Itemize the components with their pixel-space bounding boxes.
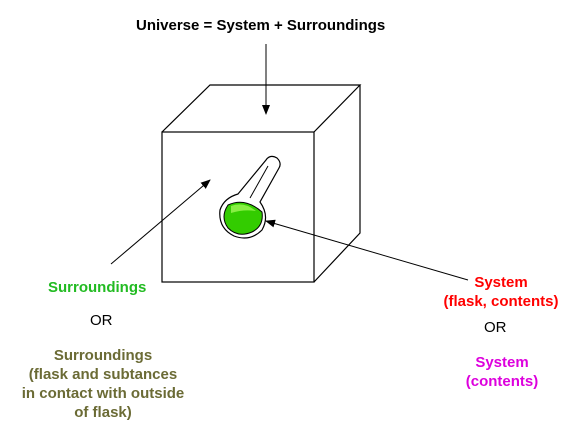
cube-icon <box>161 84 362 283</box>
surroundings-or-text: OR <box>90 312 113 329</box>
system-label-line: (flask, contents) <box>443 293 559 310</box>
surroundings-detail-line: (flask and subtances <box>28 366 178 383</box>
system-or-text: OR <box>484 319 507 336</box>
surroundings-detail-line: of flask) <box>74 404 132 421</box>
surroundings-detail-line: in contact with outside <box>21 385 185 402</box>
system-detail-line: System <box>475 354 529 371</box>
system-label: System (flask, contents) <box>418 273 572 311</box>
diagram-title: Universe = System + Surroundings <box>136 17 386 34</box>
arrow-system-to-flask <box>265 219 469 281</box>
system-label-line: System <box>474 274 528 291</box>
surroundings-label: Surroundings <box>48 279 147 296</box>
system-detail-line: (contents) <box>465 373 539 390</box>
arrow-surroundings-to-cube <box>110 179 211 265</box>
surroundings-detail-line: Surroundings <box>53 347 153 364</box>
surroundings-detail-label: Surroundings (flask and subtances in con… <box>6 346 200 422</box>
system-detail-label: System (contents) <box>422 353 572 391</box>
flask-icon <box>219 155 281 239</box>
